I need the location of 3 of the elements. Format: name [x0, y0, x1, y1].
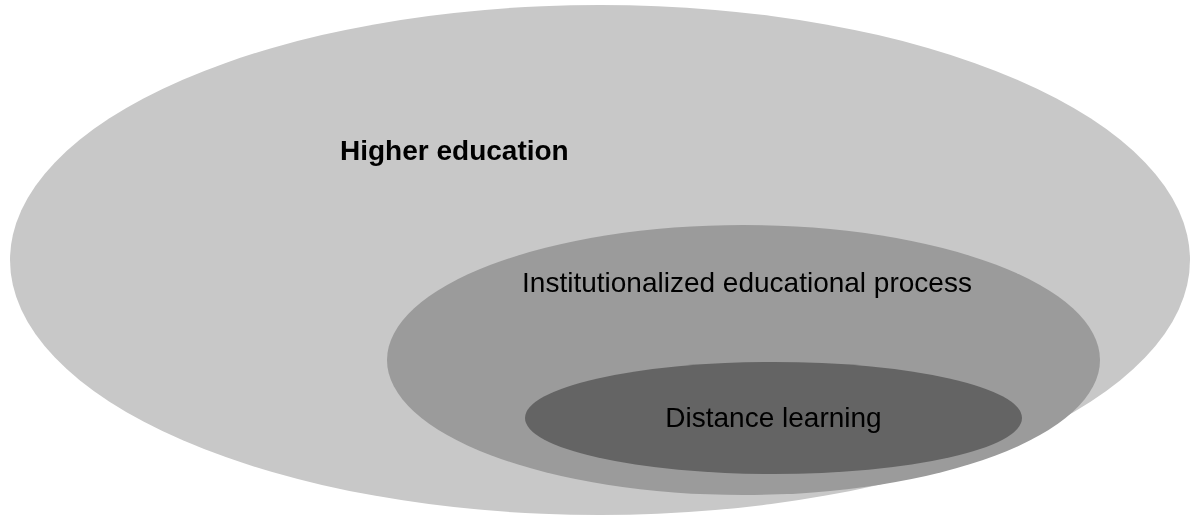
ellipse-label: Institutionalized educational process — [521, 266, 973, 300]
ellipse-label: Higher education — [340, 134, 570, 168]
ellipse-label: Distance learning — [664, 401, 883, 435]
